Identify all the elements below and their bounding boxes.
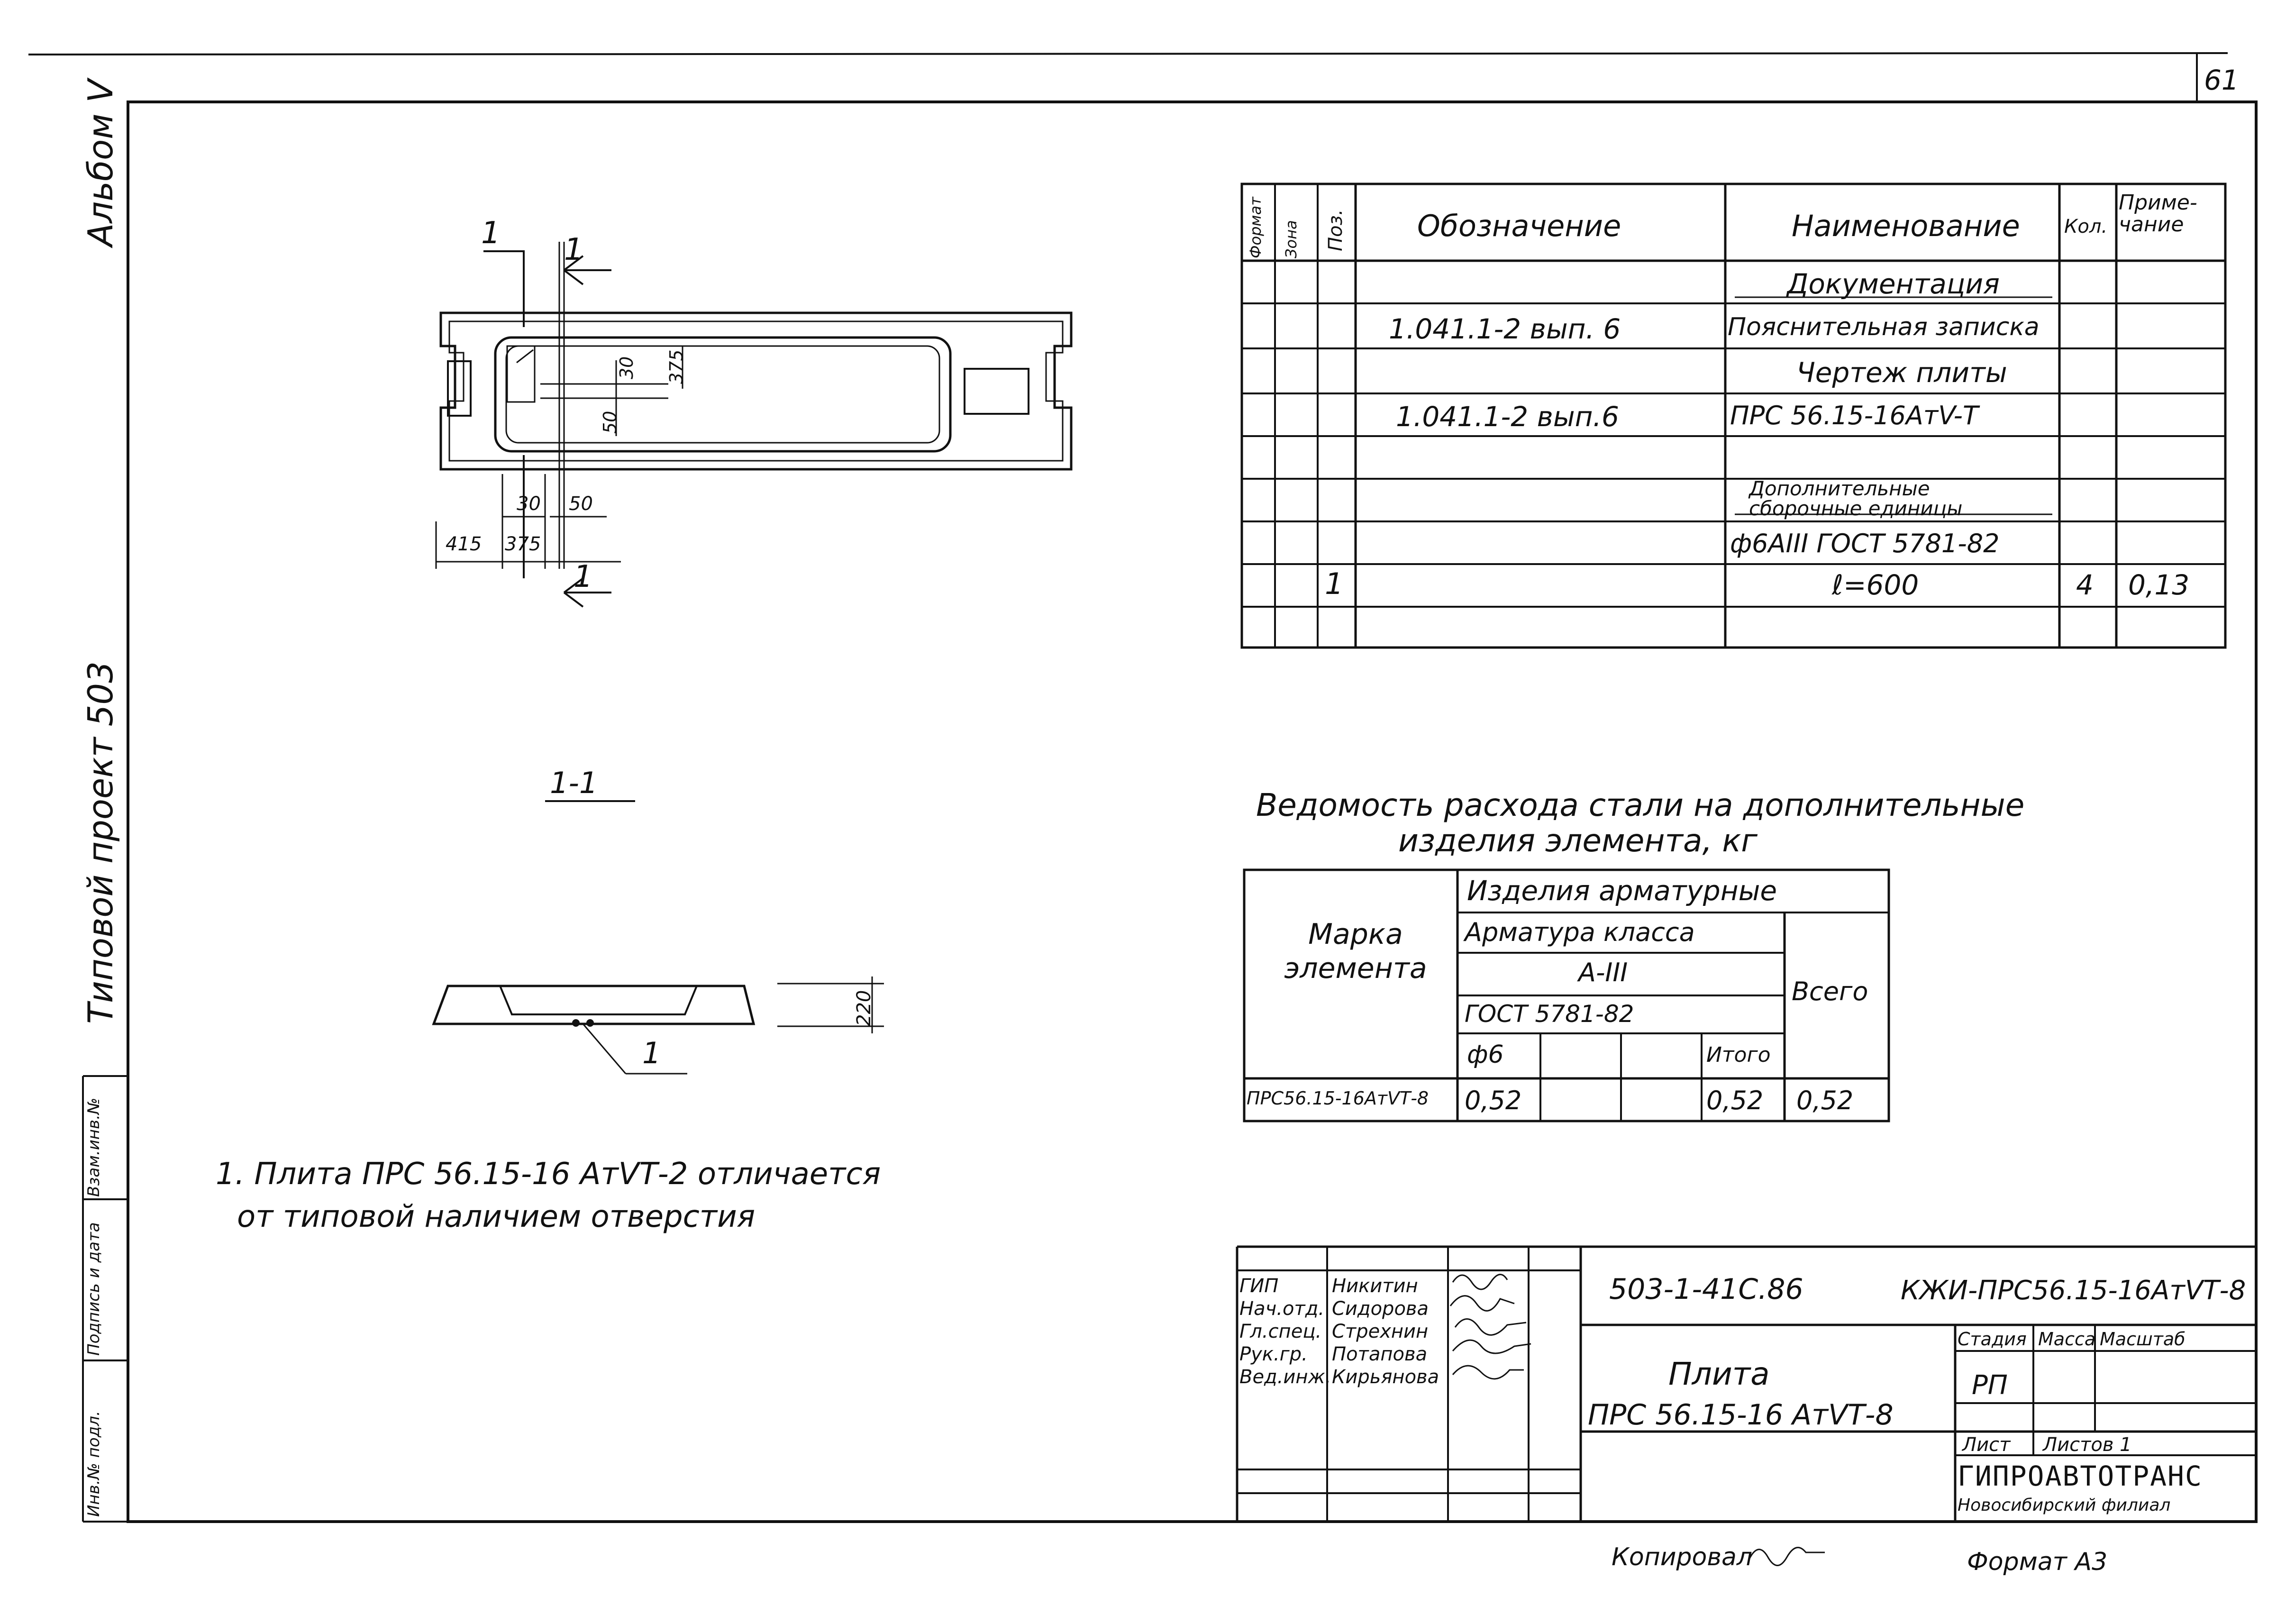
steel-row-total: 0,52 — [1796, 1086, 1854, 1115]
steel-row-itogo: 0,52 — [1706, 1086, 1764, 1115]
title-line-1: Плита — [1668, 1356, 1770, 1392]
spec-row-name: ℓ=600 — [1832, 569, 1919, 601]
steel-row-d6: 0,52 — [1465, 1086, 1522, 1115]
steel-h-d6: ф6 — [1467, 1040, 1504, 1069]
note-line-2: от типовой наличием отверстия — [237, 1199, 756, 1234]
footer-copied: Копировал — [1612, 1543, 1753, 1571]
callout-1: 1 — [642, 1036, 661, 1070]
spec-row-note: 0,13 — [2128, 569, 2190, 601]
title-stage: РП — [1972, 1370, 2008, 1401]
title-sheet: Лист — [1962, 1434, 2011, 1456]
dim-50: 50 — [569, 493, 593, 515]
footer-format: Формат А3 — [1967, 1548, 2108, 1576]
section-mark-bottom: 1 — [574, 559, 593, 594]
title-code: 503-1-41С.86 — [1609, 1273, 1803, 1306]
steel-title-2: изделия элемента, кг — [1398, 822, 1758, 859]
section-title: 1-1 — [550, 766, 598, 800]
staff-role: ГИП — [1239, 1275, 1279, 1297]
spec-row-name: Пояснительная записка — [1728, 313, 2040, 341]
steel-h-itogo: Итого — [1706, 1043, 1771, 1067]
steel-h-total: Всего — [1792, 976, 1868, 1006]
steel-h-a3: А-III — [1578, 958, 1628, 987]
staff-name: Сидорова — [1332, 1298, 1429, 1320]
staff-name: Потапова — [1332, 1343, 1428, 1365]
section-mark-top-right: 1 — [564, 232, 583, 267]
spec-row-pos: 1 — [1325, 566, 1344, 601]
title-org: ГИПРОАВТОТРАНС — [1958, 1460, 2203, 1492]
spec-row-name: Документация — [1787, 268, 2000, 300]
staff-role: Нач.отд. — [1239, 1298, 1325, 1320]
title-line-2: ПРС 56.15-16 АтVТ-8 — [1588, 1398, 1894, 1432]
section-mark-top-left: 1 — [481, 216, 501, 251]
spec-row-name: ф6АIII ГОСТ 5781-82 — [1730, 529, 2000, 558]
staff-name: Стрехнин — [1332, 1321, 1429, 1342]
steel-h-gost: ГОСТ 5781-82 — [1465, 1000, 1634, 1028]
dim-415: 415 — [446, 533, 482, 555]
spec-header-note: Приме-чание — [2119, 191, 2197, 237]
staff-role: Гл.спец. — [1239, 1321, 1322, 1342]
steel-title-1: Ведомость расхода стали на дополнительны… — [1256, 787, 2025, 823]
spec-header-name: Наименование — [1792, 209, 2020, 243]
spec-header-designation: Обозначение — [1417, 209, 1621, 243]
spec-row-name: Дополнительные сборочные единицы — [1749, 477, 1963, 520]
steel-h-class: Арматура класса — [1465, 917, 1695, 947]
spec-row-name: ПРС 56.15-16АтV-Т — [1730, 401, 1978, 430]
dim-375: 375 — [505, 533, 541, 555]
spec-row-name: Чертеж плиты — [1796, 356, 2007, 389]
title-sheets: Листов 1 — [2043, 1434, 2132, 1456]
staff-role: Рук.гр. — [1239, 1343, 1308, 1365]
title-mass-header: Масса — [2038, 1329, 2096, 1350]
steel-h-products: Изделия арматурные — [1467, 875, 1777, 907]
staff-name: Кирьянова — [1332, 1366, 1439, 1388]
title-scale-header: Масштаб — [2100, 1329, 2186, 1350]
title-branch: Новосибирский филиал — [1958, 1496, 2171, 1515]
staff-role: Вед.инж. — [1239, 1366, 1331, 1388]
spec-header-qty: Кол. — [2064, 216, 2108, 237]
spec-row-designation: 1.041.1-2 вып. 6 — [1389, 313, 1621, 345]
steel-col-mark: Марка элемента — [1284, 918, 1427, 985]
title-stage-header: Стадия — [1958, 1329, 2027, 1350]
title-doc: КЖИ-ПРС56.15-16АтVТ-8 — [1901, 1275, 2246, 1306]
steel-row-mark: ПРС56.15-16АтVТ-8 — [1247, 1088, 1429, 1109]
note-line-1: 1. Плита ПРС 56.15-16 АтVТ-2 отличается — [216, 1157, 881, 1192]
page-number: 61 — [2204, 64, 2239, 96]
staff-name: Никитин — [1332, 1275, 1418, 1297]
dim-30: 30 — [517, 493, 541, 515]
spec-row-qty: 4 — [2076, 569, 2094, 601]
spec-row-designation: 1.041.1-2 вып.6 — [1396, 401, 1619, 433]
